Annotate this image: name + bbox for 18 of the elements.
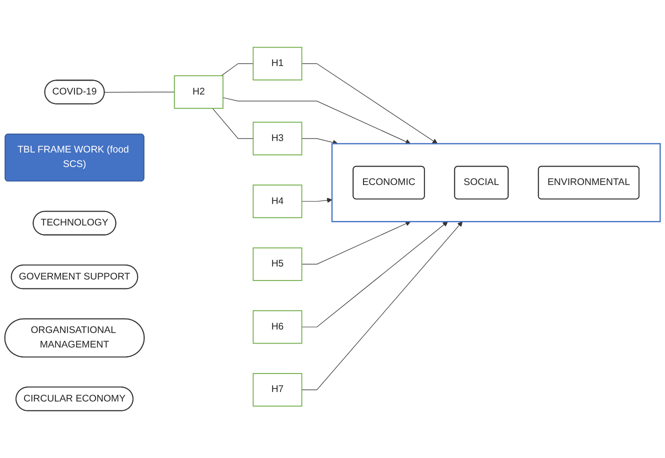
arrow (302, 221, 411, 264)
arrow (302, 198, 332, 203)
connector (221, 63, 254, 76)
arrow (302, 221, 463, 390)
node-box: H1 (252, 46, 302, 80)
connector (212, 108, 254, 139)
connector (104, 92, 175, 93)
node-box: H5 (252, 247, 302, 281)
node-box: H2 (174, 75, 224, 109)
node-box: H6 (252, 310, 302, 344)
arrow (302, 63, 438, 144)
node-box: H7 (252, 373, 302, 407)
cluster (331, 143, 661, 222)
node-box: H4 (252, 184, 302, 218)
arrow (222, 97, 411, 144)
arrow (302, 138, 338, 146)
node-box: H3 (252, 122, 302, 156)
arrow (302, 221, 448, 328)
